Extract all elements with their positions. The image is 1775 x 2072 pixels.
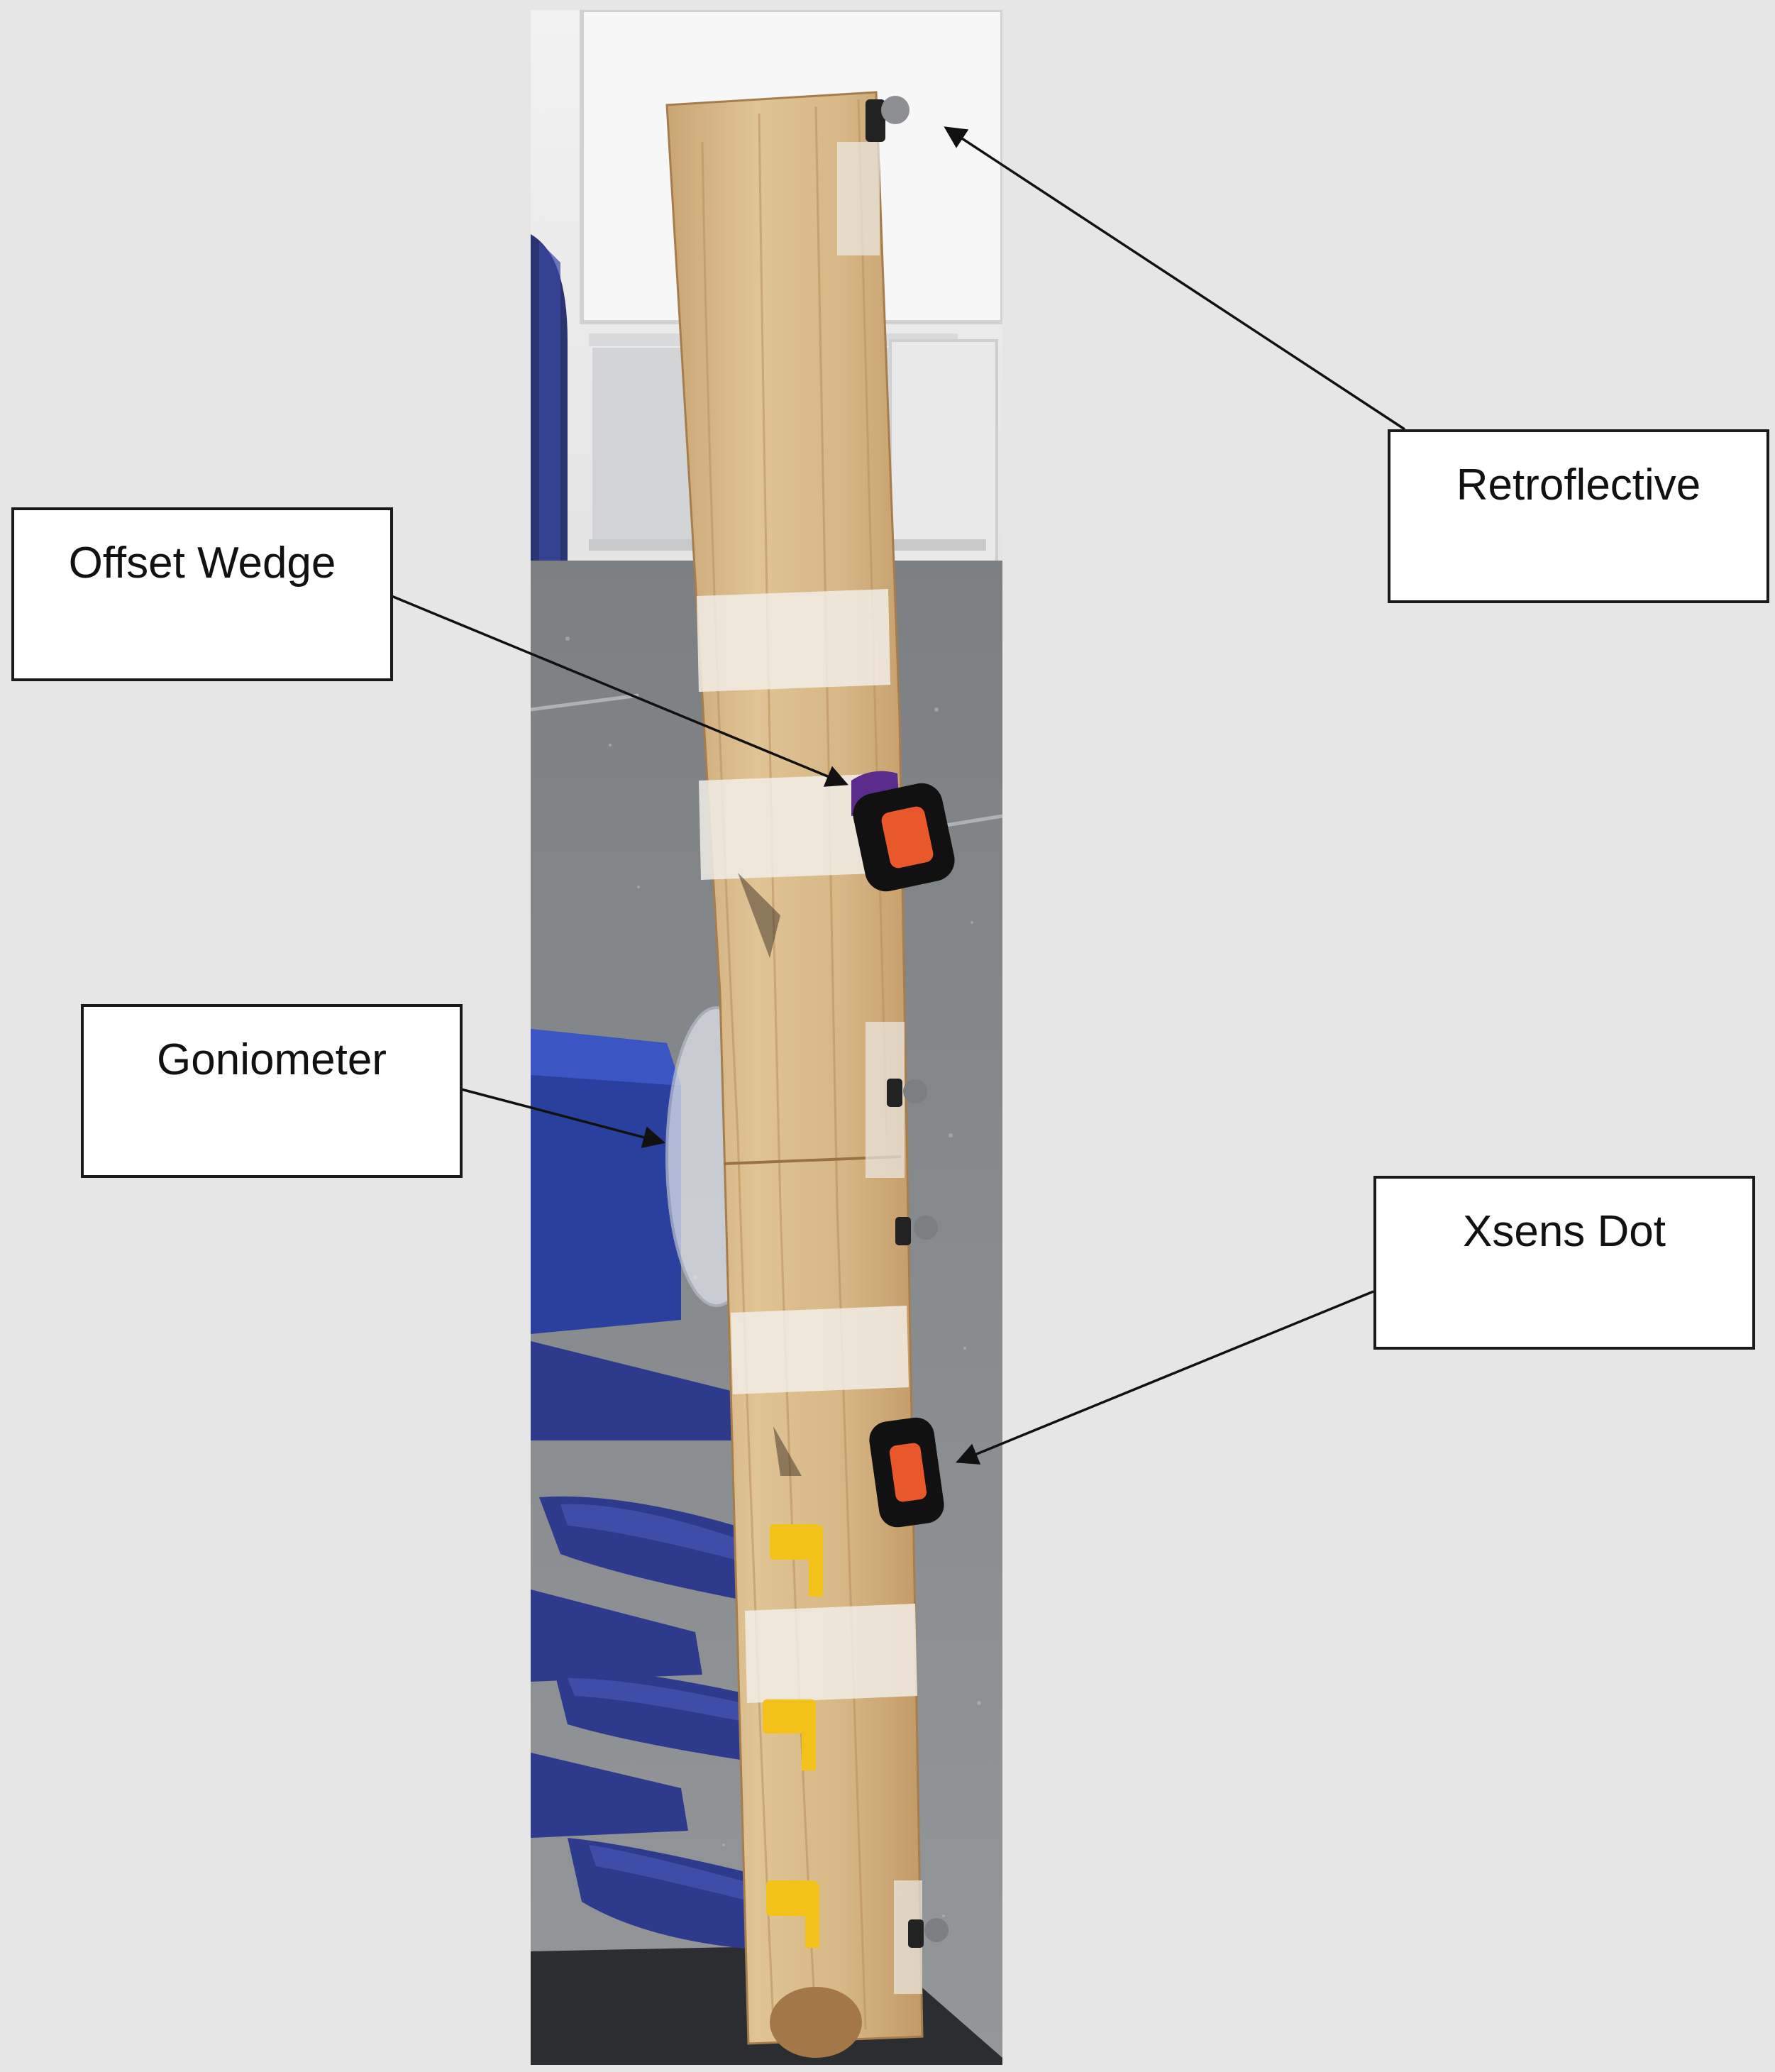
label-retroflective-text: Retroflective xyxy=(1456,461,1701,509)
label-goniometer-text: Goniometer xyxy=(157,1035,387,1084)
arrow-offset-wedge xyxy=(391,595,848,787)
retroreflective-markers xyxy=(866,96,949,1948)
label-offset-wedge-text: Offset Wedge xyxy=(68,539,336,588)
arrow-xsens-dot xyxy=(956,1290,1374,1465)
photo xyxy=(531,10,1002,2065)
label-retroflective: Retroflective xyxy=(1388,429,1769,603)
arrow-retroflective xyxy=(944,126,1405,431)
label-xsens-dot: Xsens Dot xyxy=(1373,1176,1755,1350)
wooden-plank xyxy=(665,91,924,2045)
label-goniometer: Goniometer xyxy=(81,1004,463,1178)
arrow-goniometer xyxy=(460,1088,666,1149)
annotation-arrows xyxy=(391,126,1405,1465)
label-xsens-dot-text: Xsens Dot xyxy=(1462,1207,1666,1256)
label-offset-wedge: Offset Wedge xyxy=(11,507,393,681)
